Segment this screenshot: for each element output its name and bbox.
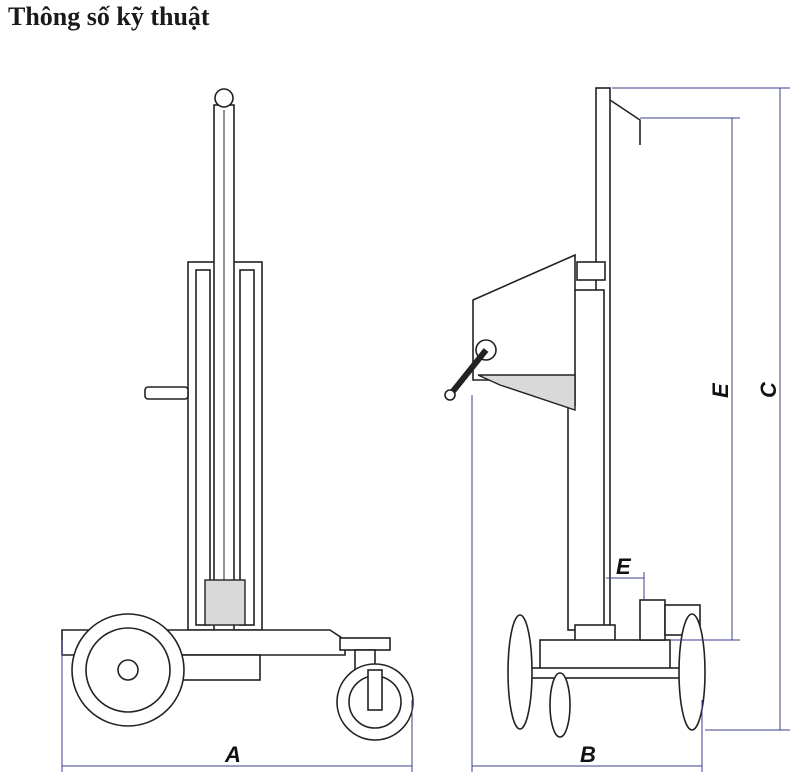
side-view <box>444 87 706 738</box>
front-view <box>61 88 414 741</box>
dimension-lines <box>61 87 790 772</box>
dimension-label-e-height: E <box>708 382 733 398</box>
dimension-label-e-offset: E <box>616 554 632 579</box>
dimension-label-a: A <box>224 742 241 767</box>
dimension-label-c: C <box>756 381 781 398</box>
page-title: Thông số kỹ thuật <box>8 2 210 31</box>
dimension-label-b: B <box>580 742 596 767</box>
